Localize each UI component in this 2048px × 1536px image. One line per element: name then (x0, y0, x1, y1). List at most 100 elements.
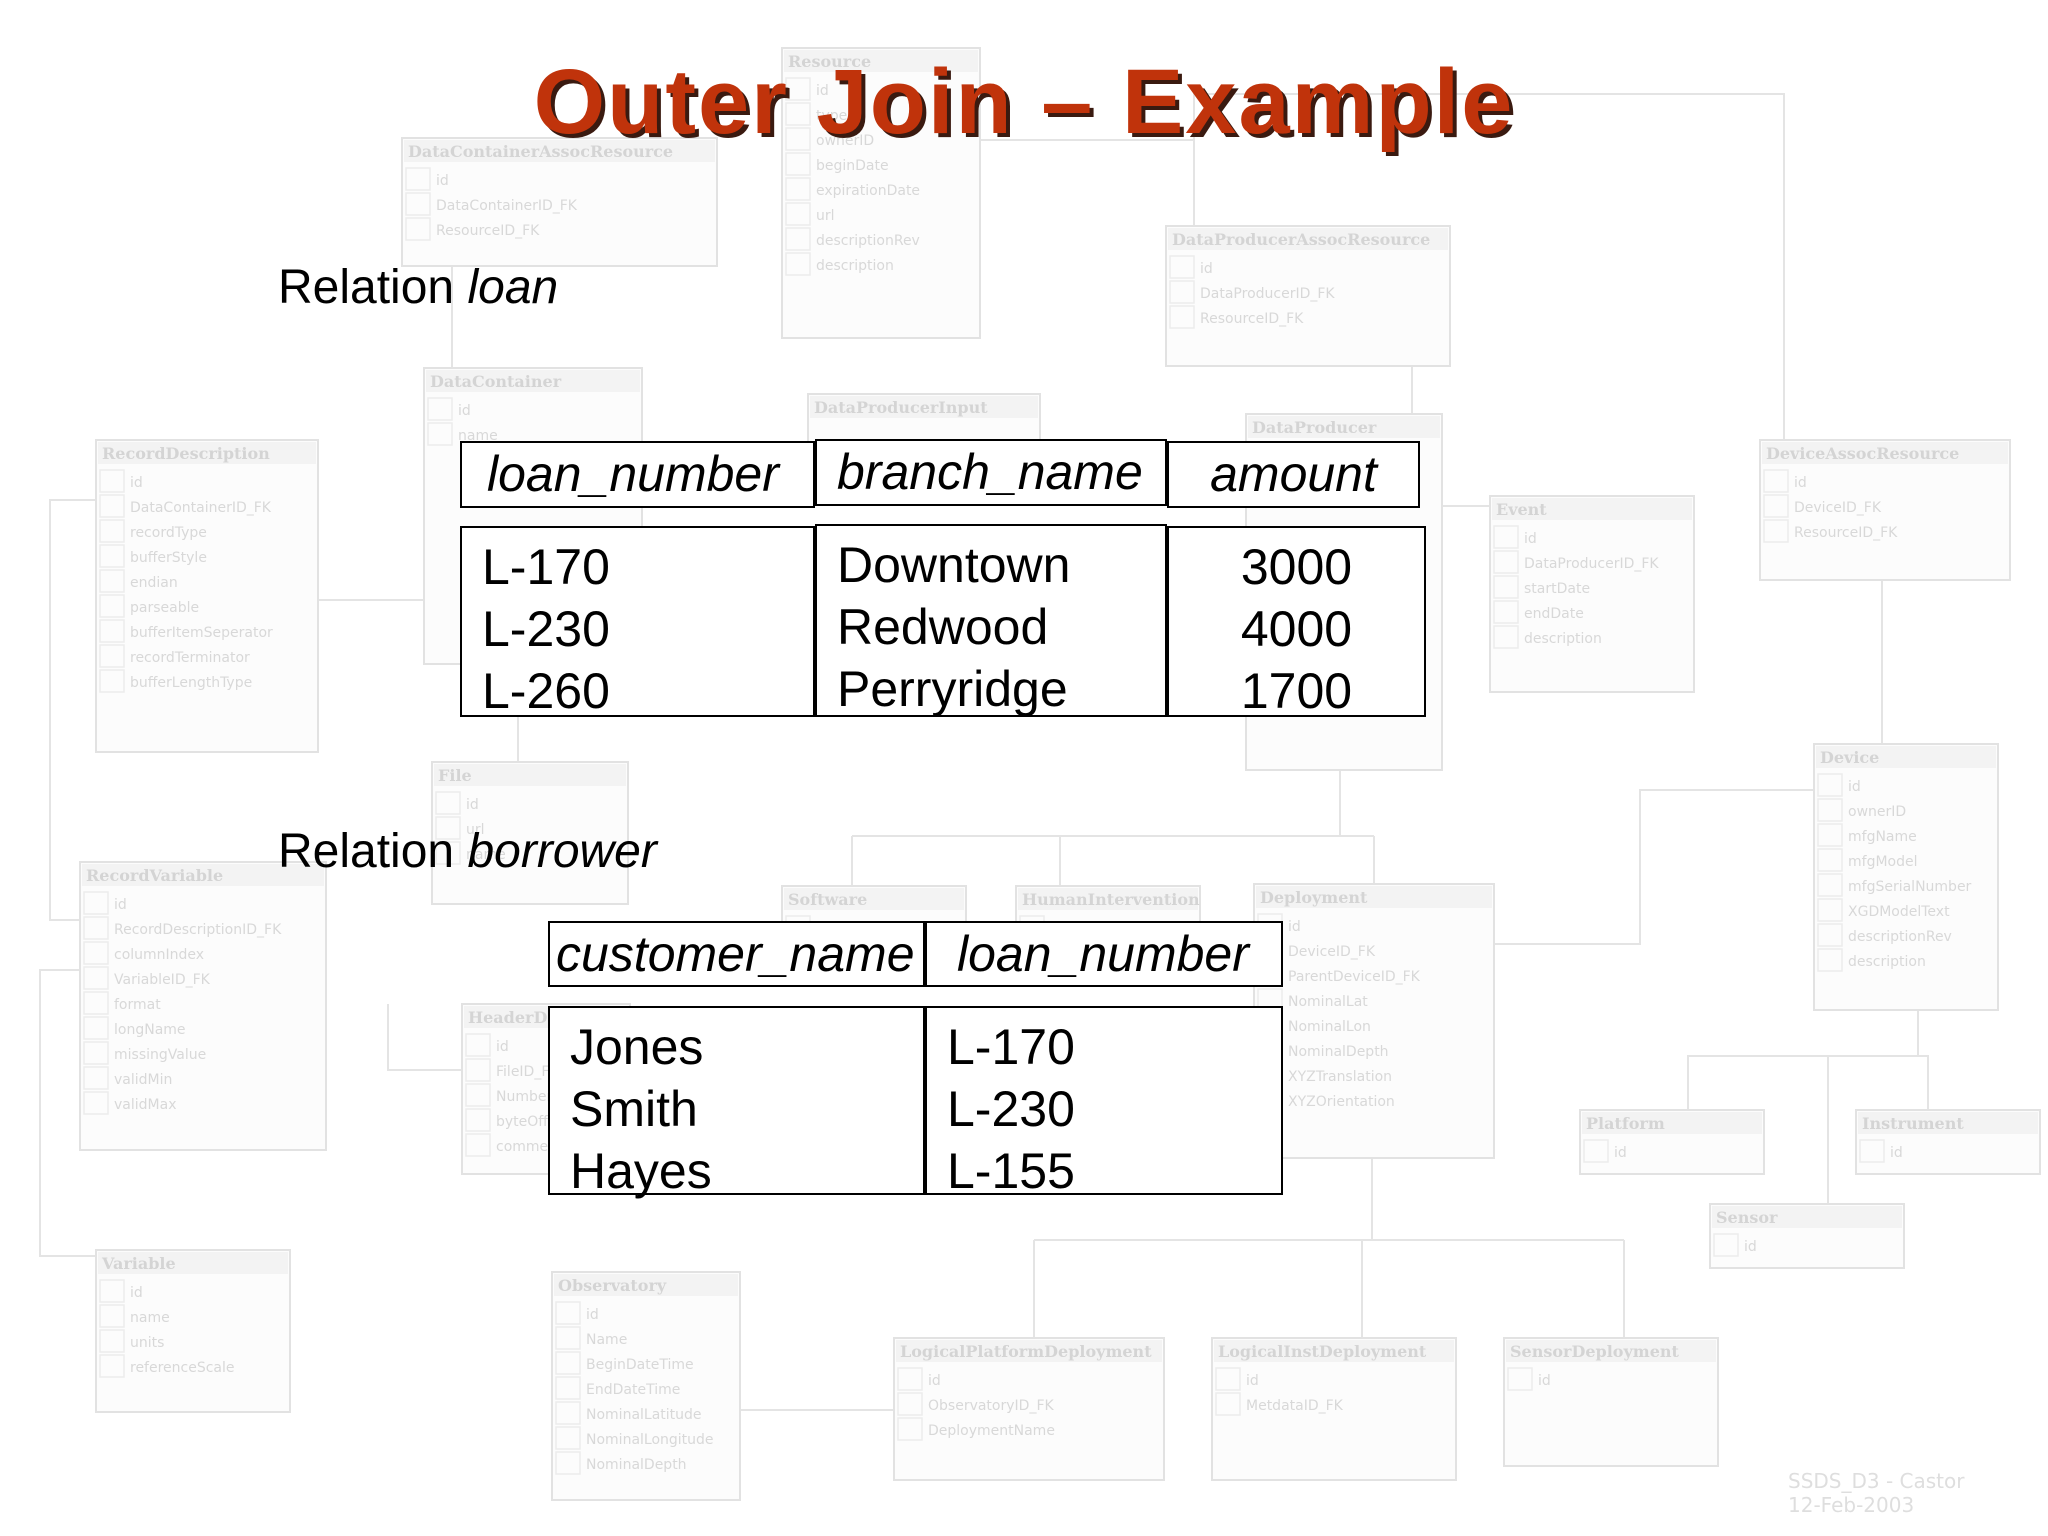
er-entity-field: id (1890, 1145, 1903, 1161)
er-connector (1687, 1010, 1919, 1110)
er-entity-field: url (466, 822, 485, 838)
er-connector (49, 499, 96, 921)
er-entity-field: startDate (1524, 581, 1590, 597)
er-entity-field: format (114, 997, 161, 1013)
er-entity: ObservatoryidNameBeginDateTimeEndDateTim… (551, 1271, 741, 1501)
er-entity-title: Variable (101, 1254, 176, 1273)
er-entity-title: RecordDescription (102, 444, 270, 463)
er-entity-title: Instrument (1862, 1114, 1964, 1133)
loan-cell: 4000 (1240, 601, 1353, 657)
er-entity-field: id (114, 897, 127, 913)
er-entity-field: endDate (1524, 606, 1584, 622)
er-entity: LogicalPlatformDeploymentidObservatoryID… (893, 1337, 1165, 1481)
er-entity-field: NominalDepth (1288, 1044, 1389, 1060)
borrower-cell: L-170 (947, 1019, 1075, 1075)
er-entity-title: Resource (788, 52, 871, 71)
borrower-col-header-customer-name: customer_name (548, 921, 925, 987)
er-entity-field: BeginDateTime (586, 1357, 694, 1373)
er-entity-field: XYZOrientation (1288, 1094, 1395, 1110)
er-entity-field: VariableID_FK (114, 972, 211, 988)
er-entity-field: id (1288, 919, 1301, 935)
er-entity-field: id (1848, 779, 1861, 795)
er-entity-field: id (1246, 1373, 1259, 1389)
er-entity-title: DataProducer (1252, 418, 1377, 437)
watermark-line-1: SSDS_D3 - Castor (1788, 1469, 1965, 1493)
borrower-cell: Jones (570, 1019, 704, 1075)
er-entity-title: DataContainerAssocResource (408, 142, 673, 161)
er-entity-field: id (130, 1285, 143, 1301)
er-entity-field: columnIndex (114, 947, 204, 963)
er-entity-field: name (458, 428, 498, 444)
er-entity-field: mfgName (1848, 829, 1917, 845)
er-entity-title: LogicalInstDeployment (1218, 1342, 1427, 1361)
relation-name-loan: loan (467, 261, 559, 314)
er-entity-field: FileID_FK (496, 1064, 559, 1080)
er-entity-title: DataProducerAssocResource (1172, 230, 1430, 249)
er-entity-field: description (1848, 954, 1926, 970)
er-entity-title: SensorDeployment (1510, 1342, 1680, 1361)
er-entity-field: type (816, 108, 847, 124)
er-entity-field: id (1794, 475, 1807, 491)
er-entity: RecordDescriptionidDataContainerID_FKrec… (95, 439, 319, 753)
er-entity-title: LogicalPlatformDeployment (900, 1342, 1152, 1361)
er-diagram-entities: ResourceidtypeownerIDbeginDateexpiration… (79, 47, 2041, 1501)
er-entity-field: XGDModelText (1848, 904, 1950, 920)
loan-cell: Redwood (837, 599, 1049, 655)
er-entity-field: mfgModel (1848, 854, 1918, 870)
er-entity-field: id (436, 173, 449, 189)
er-entity-field: validMax (114, 1097, 176, 1113)
er-entity-field: MetdataID_FK (1246, 1398, 1344, 1414)
er-entity-field: ownerID (816, 133, 874, 149)
relation-label-prefix: Relation (278, 261, 468, 314)
borrower-col-header-loan-number: loan_number (925, 921, 1283, 987)
er-entity-field: units (130, 1335, 164, 1351)
er-entity-field: ParentDeviceID_FK (1288, 969, 1421, 985)
er-entity-field: comment (496, 1139, 563, 1155)
loan-cell: 3000 (1240, 539, 1353, 595)
er-entity-field: EndDateTime (586, 1382, 680, 1398)
borrower-cell: L-155 (947, 1143, 1075, 1199)
er-entity-field: name (466, 847, 506, 863)
er-entity-field: DeviceID_FK (1288, 944, 1376, 960)
er-entity: EventidDataProducerID_FKstartDateendDate… (1489, 495, 1695, 693)
er-entity-title: DeviceAssocResource (1766, 444, 1959, 463)
borrower-cell: Hayes (570, 1143, 712, 1199)
er-entity: DeviceAssocResourceidDeviceID_FKResource… (1759, 439, 2011, 581)
er-entity-field: id (1524, 531, 1537, 547)
er-entity: DataProducerAssocResourceidDataProducerI… (1165, 225, 1451, 367)
er-entity: DataContainerAssocResourceidDataContaine… (401, 137, 718, 267)
loan-col-branch-name: Downtown Redwood Perryridge (815, 524, 1167, 717)
er-entity-field: NominalLat (1288, 994, 1368, 1010)
er-entity-field: descriptionRev (816, 233, 920, 249)
er-entity-field: ResourceID_FK (1200, 311, 1304, 327)
er-entity-field: DeploymentName (928, 1423, 1055, 1439)
er-entity-field: id (1538, 1373, 1551, 1389)
loan-cell: 1700 (1240, 663, 1353, 719)
er-entity-field: beginDate (816, 158, 889, 174)
slide-title: Outer Join – Example (533, 51, 1515, 153)
er-entity-field: id (1614, 1145, 1627, 1161)
er-entity-field: descriptionRev (1848, 929, 1952, 945)
loan-col-header-amount: amount (1167, 441, 1420, 508)
loan-cell: L-260 (482, 663, 610, 719)
er-entity-field: referenceScale (130, 1360, 235, 1376)
er-entity-field: id (586, 1307, 599, 1323)
er-connector (1918, 1055, 1929, 1110)
er-entity-title: DataContainer (430, 372, 562, 391)
er-entity-field: description (1524, 631, 1602, 647)
er-entity-field: validMin (114, 1072, 172, 1088)
er-connector (1494, 789, 1814, 945)
loan-col-loan-number: L-170 L-230 L-260 (460, 526, 815, 719)
loan-cell: Perryridge (837, 661, 1068, 717)
er-entity-title: File (438, 766, 472, 785)
er-diagram-connectors (39, 93, 1929, 1411)
relation-borrower-label: Relation borrower (278, 828, 657, 876)
er-entity-field: DataProducerID_FK (1200, 286, 1335, 302)
er-entity-field: bufferLengthType (130, 675, 252, 691)
